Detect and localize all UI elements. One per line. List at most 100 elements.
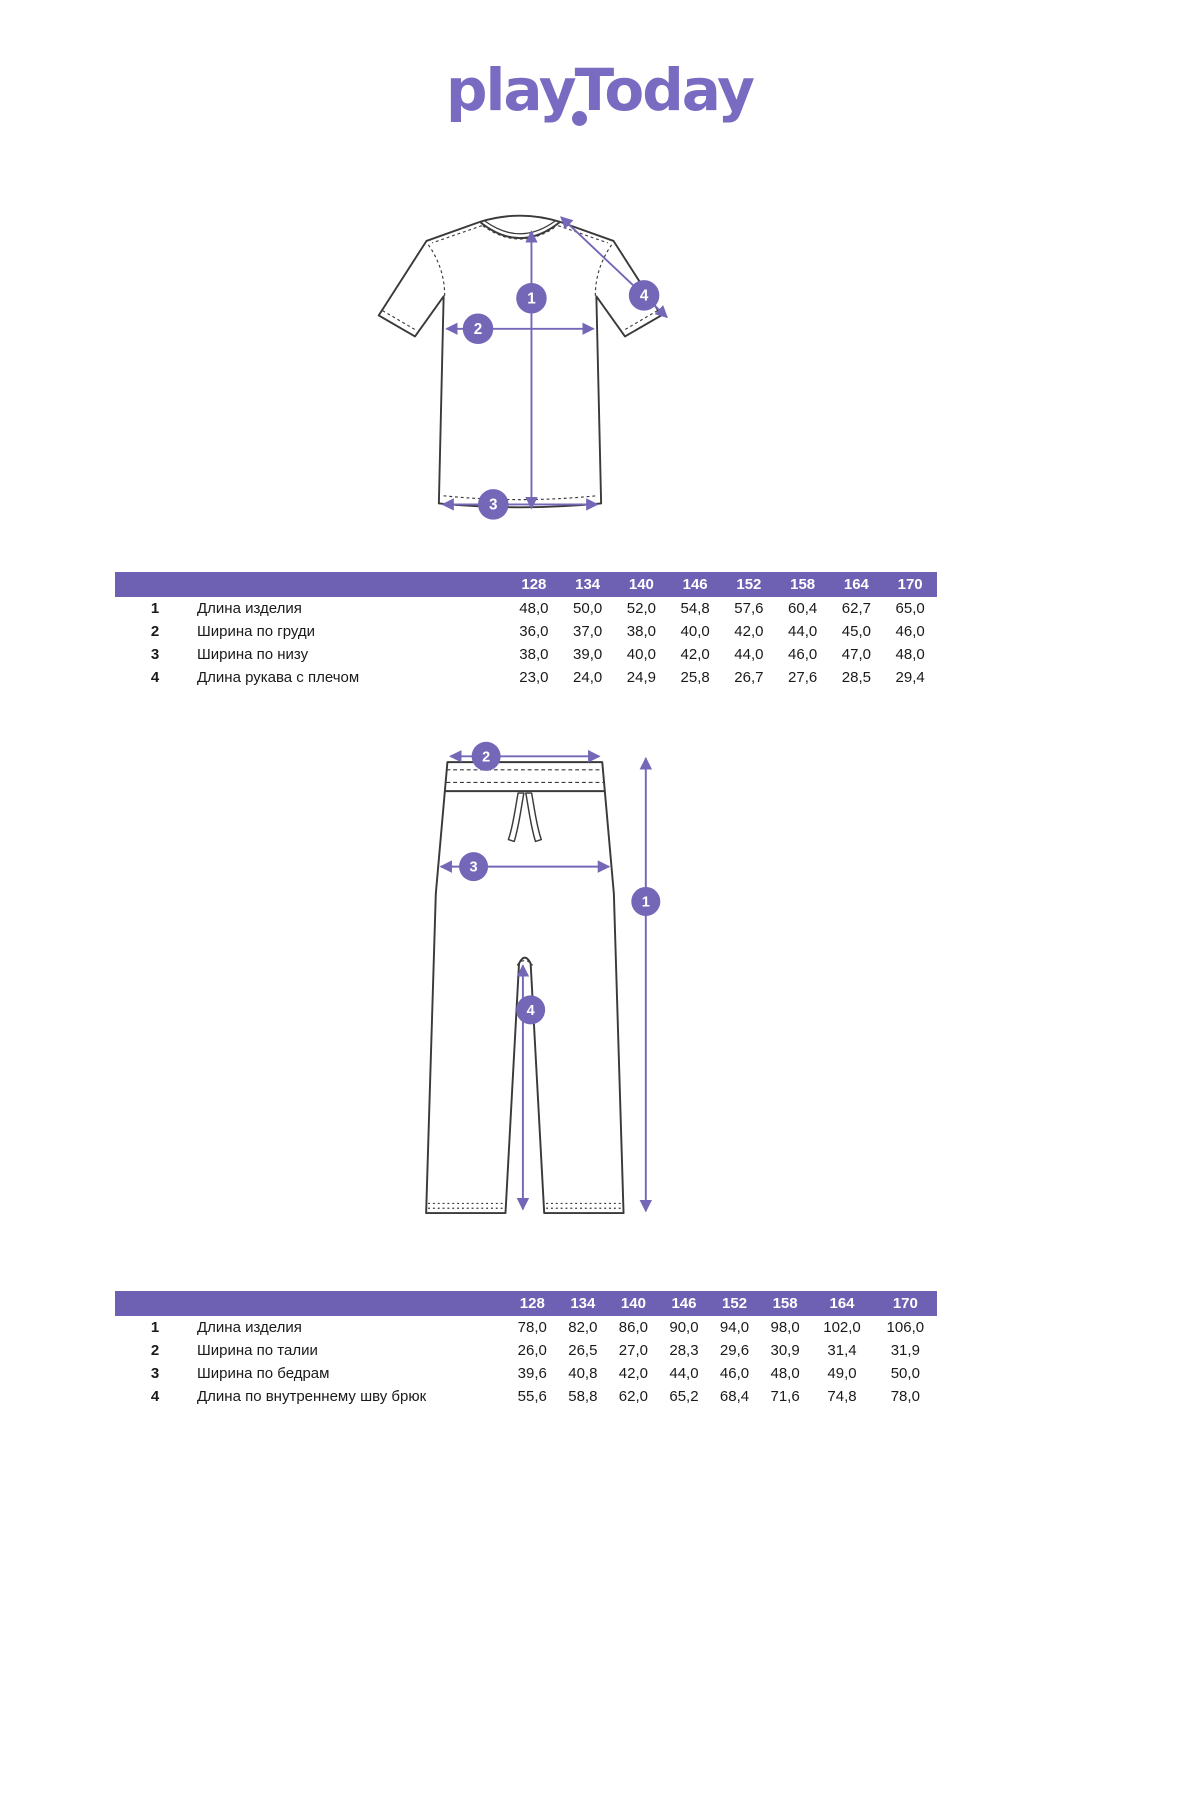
size-column-header: 170 (873, 1291, 937, 1316)
measurement-value: 27,0 (618, 1342, 648, 1359)
marker-label-3: 3 (470, 860, 478, 876)
pants-diagram: 1 2 3 4 (0, 729, 1040, 1257)
size-column-header: 134 (557, 1291, 609, 1316)
measurement-number: 1 (150, 600, 160, 617)
marker-label-1: 1 (642, 895, 650, 911)
measurement-value: 90,0 (669, 1319, 699, 1336)
pants-outline (425, 761, 625, 1215)
measurement-value: 26,7 (734, 669, 764, 686)
measurement-value: 24,9 (626, 669, 656, 686)
measurement-number: 2 (150, 623, 160, 640)
measurement-value: 48,0 (770, 1365, 800, 1382)
measurement-number: 4 (150, 1388, 160, 1405)
measurement-number: 2 (150, 1342, 160, 1359)
measurement-value: 78,0 (890, 1388, 920, 1405)
measurement-value: 74,8 (827, 1388, 857, 1405)
size-column-header: 146 (658, 1291, 710, 1316)
measurement-value: 58,8 (568, 1388, 598, 1405)
measurement-value: 49,0 (827, 1365, 857, 1382)
measurement-value: 86,0 (618, 1319, 648, 1336)
size-column-header: 128 (507, 1291, 558, 1316)
measurement-value: 46,0 (788, 646, 818, 663)
tshirt-measure-markers: 1 2 3 4 (462, 280, 660, 520)
measurement-row: 4 Длина рукава с плечом 23,0 24,0 24,9 25,8 26… (115, 666, 937, 689)
measurement-value: 78,0 (517, 1319, 547, 1336)
measurement-row: 4 Длина по внутреннему шву брюк 55,6 58,8 62… (115, 1385, 937, 1408)
measurement-value: 28,5 (841, 669, 871, 686)
measurement-value: 31,9 (890, 1342, 920, 1359)
size-column-header: 170 (883, 572, 937, 597)
measurement-value: 46,0 (895, 623, 925, 640)
measurement-value: 27,6 (788, 669, 818, 686)
measurement-value: 52,0 (626, 600, 656, 617)
size-column-header: 158 (775, 572, 830, 597)
brand-logo-dot-icon (571, 111, 587, 126)
measurement-value: 50,0 (573, 600, 603, 617)
measurement-number: 3 (150, 1365, 160, 1382)
size-header-corner (115, 572, 507, 597)
measurement-label: Длина изделия (197, 1319, 302, 1336)
measurement-value: 29,6 (719, 1342, 750, 1359)
size-header-corner (115, 1291, 507, 1316)
measurement-value: 106,0 (886, 1319, 925, 1336)
measurement-value: 24,0 (573, 669, 603, 686)
size-column-header: 140 (608, 1291, 659, 1316)
measurement-value: 65,2 (669, 1388, 699, 1405)
measurement-label: Длина рукава с плечом (197, 669, 360, 686)
size-column-header: 134 (560, 572, 615, 597)
measurement-value: 39,6 (517, 1365, 547, 1382)
measurement-value: 23,0 (519, 669, 549, 686)
brand-logo: playToday (80, 56, 1120, 152)
marker-circle-1 (516, 282, 547, 314)
measurement-value: 28,3 (669, 1342, 699, 1359)
marker-label-2: 2 (482, 749, 490, 765)
marker-label-1: 1 (527, 291, 536, 308)
measurement-value: 65,0 (895, 600, 925, 617)
marker-circle-2 (462, 313, 494, 345)
measurement-value: 62,0 (618, 1388, 648, 1405)
measurement-number: 3 (150, 646, 160, 663)
measurement-value: 44,0 (734, 646, 764, 663)
measurement-value: 62,7 (841, 600, 871, 617)
marker-circle-1 (631, 886, 661, 916)
measurement-value: 54,8 (680, 600, 710, 617)
measurement-value: 44,0 (669, 1365, 699, 1382)
measurement-value: 98,0 (770, 1319, 800, 1336)
measurement-value: 38,0 (626, 623, 656, 640)
measurement-label: Ширина по талии (197, 1342, 318, 1359)
measurement-value: 60,4 (788, 600, 818, 617)
marker-circle-3 (459, 852, 489, 882)
size-column-header: 128 (507, 572, 561, 597)
measurement-number: 4 (150, 669, 160, 686)
measurement-label: Длина по внутреннему шву брюк (197, 1388, 427, 1405)
measurement-value: 40,0 (680, 623, 710, 640)
measurement-number: 1 (150, 1319, 160, 1336)
measurement-value: 25,8 (680, 669, 710, 686)
pants-stitching (428, 769, 622, 1209)
measurement-label: Длина изделия (197, 600, 302, 617)
tshirt-diagram: 1 2 3 4 (0, 174, 1040, 542)
measurement-value: 48,0 (519, 600, 549, 617)
brand-logo-inner: playToday (446, 56, 755, 126)
marker-circle-4 (516, 995, 546, 1025)
marker-label-3: 3 (489, 497, 498, 514)
measurement-value: 36,0 (519, 623, 549, 640)
tshirt-drawing-svg: 1 2 3 4 (377, 214, 668, 520)
measurement-value: 45,0 (841, 623, 871, 640)
marker-circle-4 (628, 280, 660, 311)
measurement-value: 55,6 (517, 1388, 547, 1405)
measurement-value: 48,0 (895, 646, 925, 663)
size-column-header: 140 (614, 572, 669, 597)
tshirt-outline (377, 214, 663, 509)
